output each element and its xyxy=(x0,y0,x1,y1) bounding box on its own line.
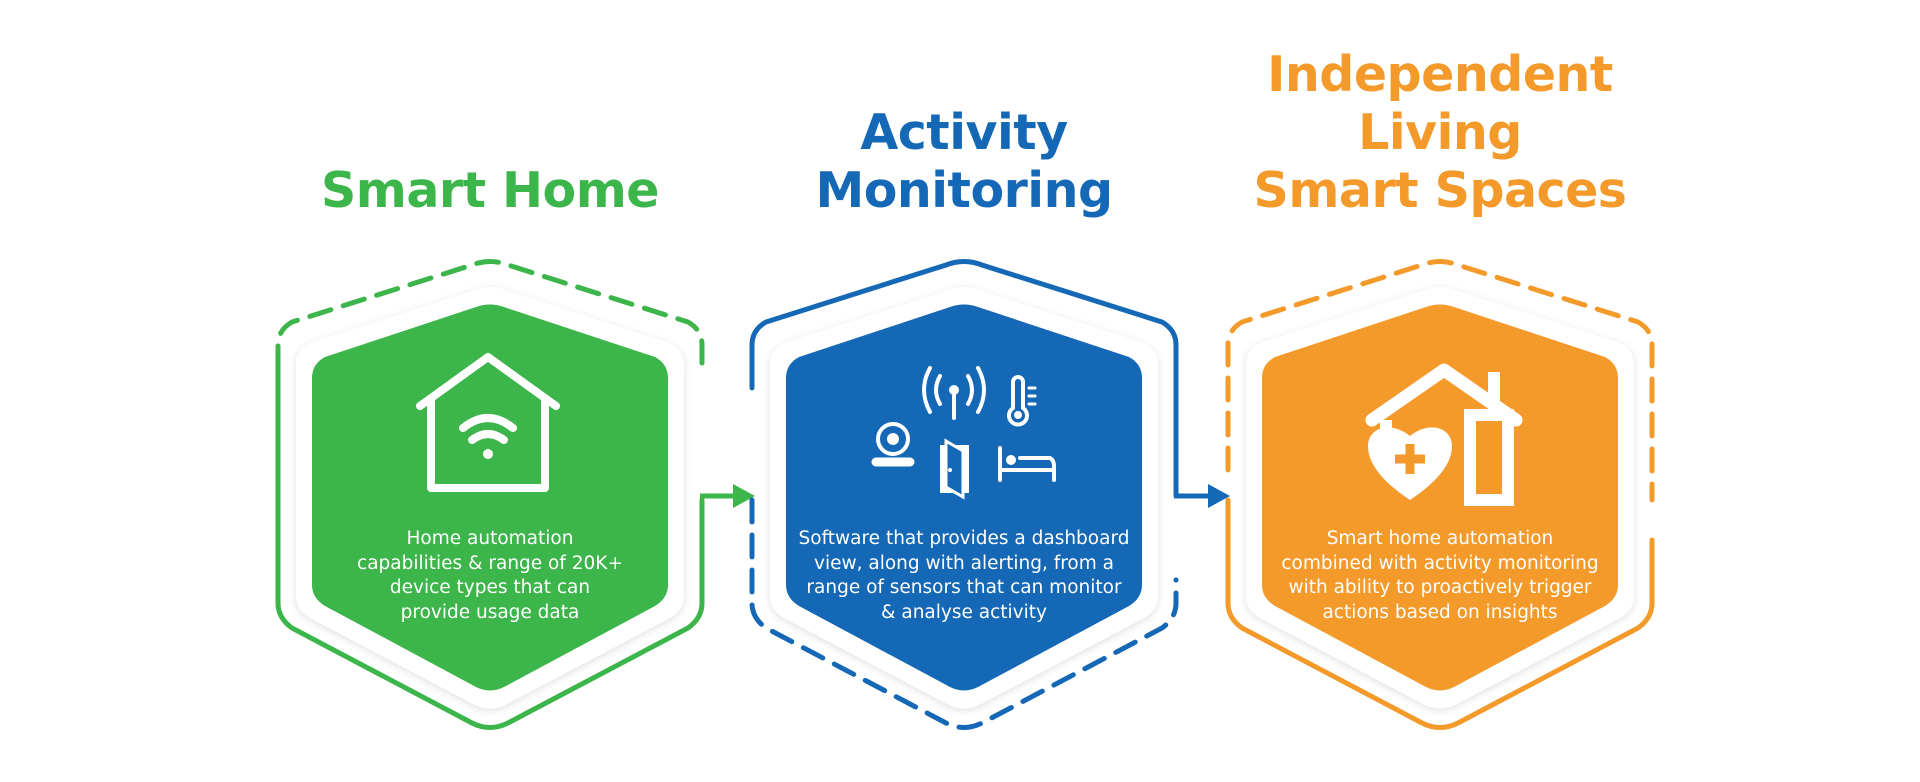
signal-icon xyxy=(922,366,986,420)
desc-line: & analyse activity xyxy=(881,601,1047,623)
door-icon xyxy=(940,438,969,500)
sensors-icon xyxy=(871,366,1056,500)
desc-line: actions based on insights xyxy=(1322,601,1558,623)
step-1-title: Smart Home xyxy=(290,162,690,220)
desc-line: provide usage data xyxy=(400,601,580,623)
hex-fill xyxy=(1262,304,1618,691)
desc-line: Home automation xyxy=(406,528,574,549)
desc-line: Smart home automation xyxy=(1326,528,1554,549)
desc-line: view, along with alerting, from a xyxy=(814,552,1114,574)
step-2-description: Software that provides a dashboard view,… xyxy=(794,527,1134,625)
hex-fill xyxy=(312,304,668,691)
title-line: Living xyxy=(1358,104,1522,161)
title-line: Monitoring xyxy=(815,162,1113,219)
desc-line: device types that can xyxy=(389,577,591,598)
desc-line: Software that provides a dashboard xyxy=(798,528,1130,549)
house-heart-icon xyxy=(1365,363,1523,506)
camera-icon xyxy=(871,422,915,467)
step-activity-monitoring xyxy=(749,259,1179,730)
outline-top-dashed xyxy=(275,259,705,371)
step-3-title: Independent Living Smart Spaces xyxy=(1240,46,1640,220)
house-wifi-icon xyxy=(416,353,560,492)
thermometer-icon xyxy=(1007,375,1037,427)
title-line: Activity xyxy=(860,104,1068,161)
step-2-title: Activity Monitoring xyxy=(764,104,1164,220)
title-line: Smart Spaces xyxy=(1253,162,1627,219)
outline-top-dashed xyxy=(1225,259,1655,503)
desc-line: combined with activity monitoring xyxy=(1281,552,1599,574)
bed-icon xyxy=(998,446,1056,482)
outline-top-solid xyxy=(749,259,1179,499)
outline-bottom-solid xyxy=(1225,497,1655,730)
outline-bottom-solid xyxy=(275,365,705,730)
arrow-2 xyxy=(1174,484,1230,508)
title-line: Independent xyxy=(1267,46,1613,103)
title-line: Smart Home xyxy=(320,162,660,219)
desc-line: with ability to proactively trigger xyxy=(1288,577,1592,598)
desc-line: range of sensors that can monitor xyxy=(806,577,1122,598)
step-smart-home xyxy=(275,259,705,730)
step-1-description: Home automation capabilities & range of … xyxy=(330,527,650,625)
arrow-1 xyxy=(700,484,755,508)
step-independent-living xyxy=(1225,259,1655,730)
desc-line: capabilities & range of 20K+ xyxy=(357,552,623,574)
outline-bottom-dashed xyxy=(749,497,1179,730)
step-3-description: Smart home automation combined with acti… xyxy=(1270,527,1610,625)
